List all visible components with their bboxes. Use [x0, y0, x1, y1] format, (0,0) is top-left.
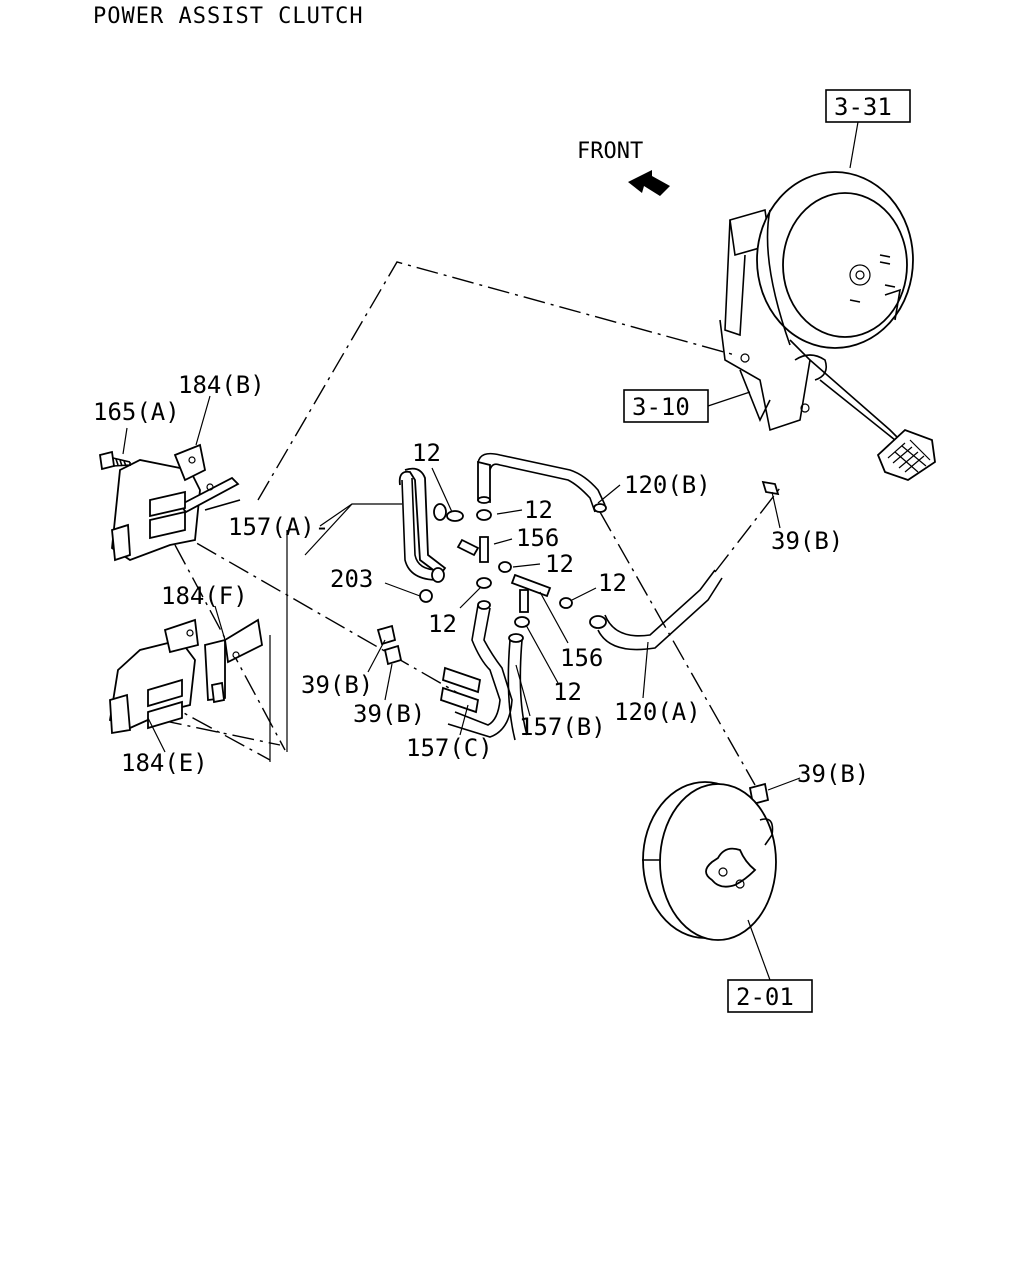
label-12-a: 12 [412, 439, 441, 467]
clutch-booster-assembly [719, 171, 936, 481]
bracket-184e [108, 618, 199, 735]
label-39b-d: 39(B) [797, 760, 869, 788]
label-157a: 157(A)- [228, 513, 329, 541]
bracket-184b [111, 443, 241, 562]
tee-fitting-156-a [456, 536, 489, 563]
clutch-master-booster [642, 781, 777, 941]
ref-box-3-10: 3-10 [623, 389, 751, 423]
hose-157c [439, 600, 513, 738]
label-184b: 184(B) [178, 371, 265, 399]
label-184e: 184(E) [121, 749, 208, 777]
label-12-c: 12 [545, 550, 574, 578]
hose-157b [507, 633, 528, 741]
label-157c: 157(C) [406, 734, 493, 762]
label-12-e: 12 [428, 610, 457, 638]
label-12-d: 12 [598, 569, 627, 597]
reference-line-upper [257, 261, 736, 501]
label-156-a: 156 [516, 524, 559, 552]
label-39b-a: 39(B) [771, 527, 843, 555]
bolt-165a [98, 450, 131, 471]
label-165a: 165(A) [93, 398, 180, 426]
ref-3-31-label: 3-31 [834, 93, 892, 121]
tee-fitting-156-b [510, 573, 552, 613]
label-12-f: 12 [553, 678, 582, 706]
label-203: 203 [330, 565, 373, 593]
front-label: FRONT [577, 139, 643, 164]
label-39b-b: 39(B) [301, 671, 373, 699]
clip-39b-group [376, 480, 780, 806]
ref-box-3-31: 3-31 [825, 89, 911, 169]
reference-line-to-booster [599, 511, 756, 786]
hose-120a [589, 569, 723, 651]
ref-box-2-01: 2-01 [727, 919, 813, 1013]
ref-3-10-label: 3-10 [632, 393, 690, 421]
diagram-title: POWER ASSIST CLUTCH [93, 4, 364, 29]
ref-2-01-label: 2-01 [736, 983, 794, 1011]
front-arrow-icon [628, 170, 670, 196]
reference-line-diag-1 [164, 524, 471, 701]
hose-120b [477, 452, 607, 513]
hose-157a [398, 467, 447, 583]
clamp-12-group [419, 509, 573, 628]
label-39b-c: 39(B) [353, 700, 425, 728]
leader-lines [122, 395, 801, 791]
bracket-184f [204, 618, 263, 704]
label-156-b: 156 [560, 644, 603, 672]
label-120b: 120(B) [624, 471, 711, 499]
label-157b: 157(B) [519, 713, 606, 741]
label-184f: 184(F) [161, 582, 248, 610]
reference-line-diag-4 [159, 719, 281, 746]
reference-line-to-pipe [714, 487, 781, 573]
label-12-b: 12 [524, 496, 553, 524]
label-120a: 120(A) [614, 698, 701, 726]
